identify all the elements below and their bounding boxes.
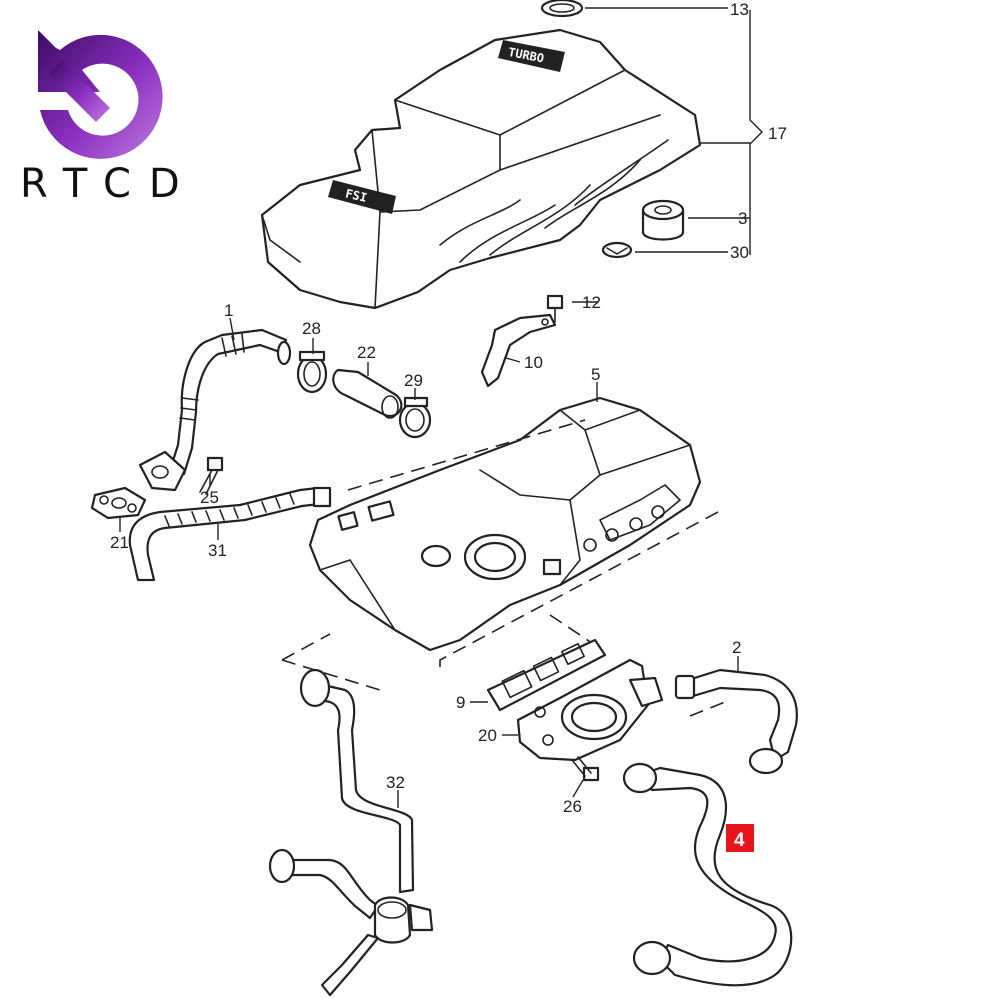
callout-3: 3 (738, 209, 747, 228)
callout-22: 22 (357, 343, 376, 362)
logo-arrow-tail (48, 60, 110, 122)
hose-4 (622, 762, 793, 987)
hose-31 (128, 486, 332, 582)
callout-21: 21 (110, 533, 129, 552)
hose-22 (332, 368, 403, 419)
callout-20: 20 (478, 726, 497, 745)
svg-text:TURBO: TURBO (507, 45, 545, 66)
pipe-32 (268, 668, 434, 997)
clamp-29 (398, 396, 432, 439)
callout-29: 29 (404, 371, 423, 390)
callout-30: 30 (730, 243, 749, 262)
bracket-17 (585, 7, 763, 255)
callout-28: 28 (302, 319, 321, 338)
callout-2: 2 (732, 638, 741, 657)
housing-20 (516, 658, 664, 762)
callout-12: 12 (582, 293, 601, 312)
valve-cover-5 (308, 396, 702, 652)
gasket-9 (486, 638, 607, 712)
breather-hose-1 (138, 328, 292, 492)
highlight-callout-4: 4 (726, 824, 754, 852)
gasket-21 (90, 486, 147, 520)
bolt-26 (571, 756, 600, 782)
callout-1: 1 (224, 301, 233, 320)
callout-10: 10 (524, 353, 543, 372)
grommet-part (641, 199, 685, 241)
callout-13: 13 (730, 0, 749, 19)
highlight-label: 4 (734, 830, 745, 851)
svg-text:FSI: FSI (344, 186, 368, 205)
bolt-12 (546, 294, 564, 323)
callout-9: 9 (456, 693, 465, 712)
fsi-plate: FSI (328, 180, 396, 214)
bracket-10 (480, 313, 557, 388)
leader-lines (119, 301, 739, 808)
bolt-25 (199, 456, 224, 495)
callout-17: 17 (768, 124, 787, 143)
callout-5: 5 (591, 365, 600, 384)
logo-letters: RTCD (20, 161, 198, 207)
callout-31: 31 (208, 541, 227, 560)
callout-labels: 13 17 3 30 12 10 1 28 22 29 5 25 21 31 2… (110, 0, 787, 816)
hose-2 (674, 668, 798, 775)
engine-cover: TURBO FSI (260, 0, 702, 310)
callout-25: 25 (200, 488, 219, 507)
refresh-arrow-icon (38, 30, 163, 159)
turbo-plate: TURBO (498, 40, 565, 72)
clip-part (601, 241, 633, 259)
rtcd-logo: RTCD (20, 30, 198, 207)
callout-32: 32 (386, 773, 405, 792)
clamp-28 (296, 350, 328, 394)
callout-26: 26 (563, 797, 582, 816)
